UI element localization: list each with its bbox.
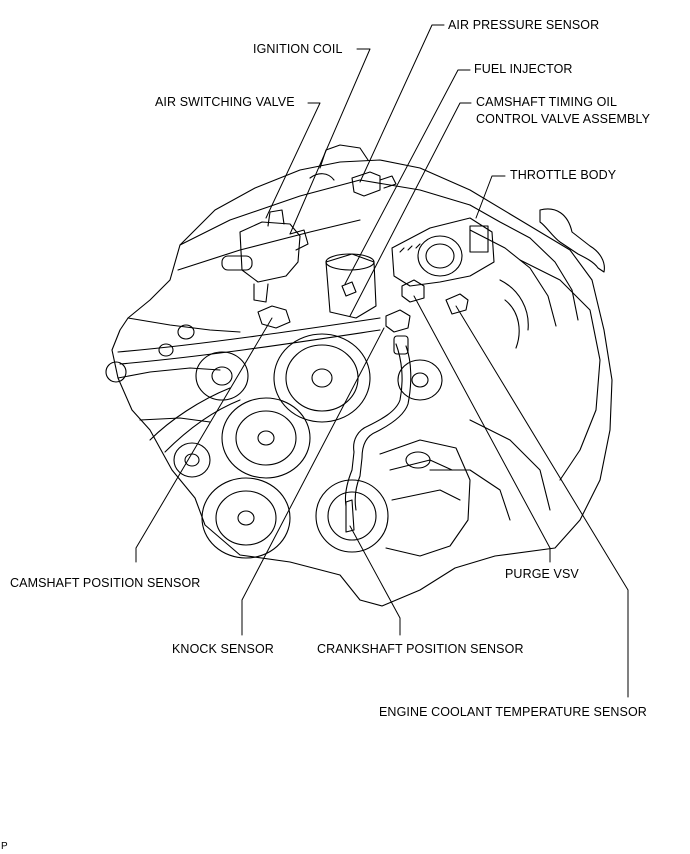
- small-sensors: [257, 279, 469, 333]
- leader-crankshaft-position-sensor: [349, 525, 401, 636]
- intake-tube: [469, 204, 605, 349]
- wiring-harness: [344, 335, 412, 533]
- callout-leaders: [135, 24, 629, 698]
- leader-camshaft-position-sensor: [135, 317, 273, 563]
- leader-air-pressure-sensor: [359, 24, 445, 183]
- label-camshaft-position-sensor: CAMSHAFT POSITION SENSOR: [10, 576, 201, 590]
- label-knock-sensor: KNOCK SENSOR: [172, 642, 274, 656]
- label-air-switching-valve: AIR SWITCHING VALVE: [155, 95, 295, 109]
- leader-air-switching-valve: [265, 102, 321, 219]
- leader-ignition-coil: [289, 48, 371, 235]
- label-engine-coolant-temperature-sensor: ENGINE COOLANT TEMPERATURE SENSOR: [379, 705, 647, 719]
- compressor-body: [379, 439, 471, 557]
- ignition-coil: [325, 253, 377, 319]
- leader-throttle-body: [475, 175, 506, 219]
- throttle-body: [391, 217, 495, 287]
- label-fuel-injector: FUEL INJECTOR: [474, 62, 573, 76]
- label-camshaft-timing-line1: CAMSHAFT TIMING OIL: [476, 95, 618, 109]
- leader-engine-coolant-temp-sensor: [455, 305, 629, 698]
- pulleys: [105, 324, 443, 559]
- label-purge-vsv: PURGE VSV: [505, 567, 579, 581]
- label-throttle-body: THROTTLE BODY: [510, 168, 617, 182]
- leader-fuel-injector: [344, 69, 471, 285]
- label-crankshaft-position-sensor: CRANKSHAFT POSITION SENSOR: [317, 642, 524, 656]
- air-switching-valve: [221, 209, 309, 303]
- air-pressure-sensor: [351, 171, 397, 197]
- leader-knock-sensor: [241, 327, 385, 636]
- corner-mark: P: [1, 841, 8, 852]
- label-camshaft-timing-line2: CONTROL VALVE ASSEMBLY: [476, 112, 651, 126]
- engine-block-outline: [111, 144, 613, 607]
- belt-drive: [117, 317, 381, 453]
- label-ignition-coil: IGNITION COIL: [253, 42, 343, 56]
- label-air-pressure-sensor: AIR PRESSURE SENSOR: [448, 18, 600, 32]
- label-camshaft-timing-oil-control-valve: CAMSHAFT TIMING OIL CONTROL VALVE ASSEMB…: [476, 94, 650, 128]
- leader-purge-vsv: [413, 295, 551, 563]
- leader-camshaft-timing-valve: [349, 102, 472, 317]
